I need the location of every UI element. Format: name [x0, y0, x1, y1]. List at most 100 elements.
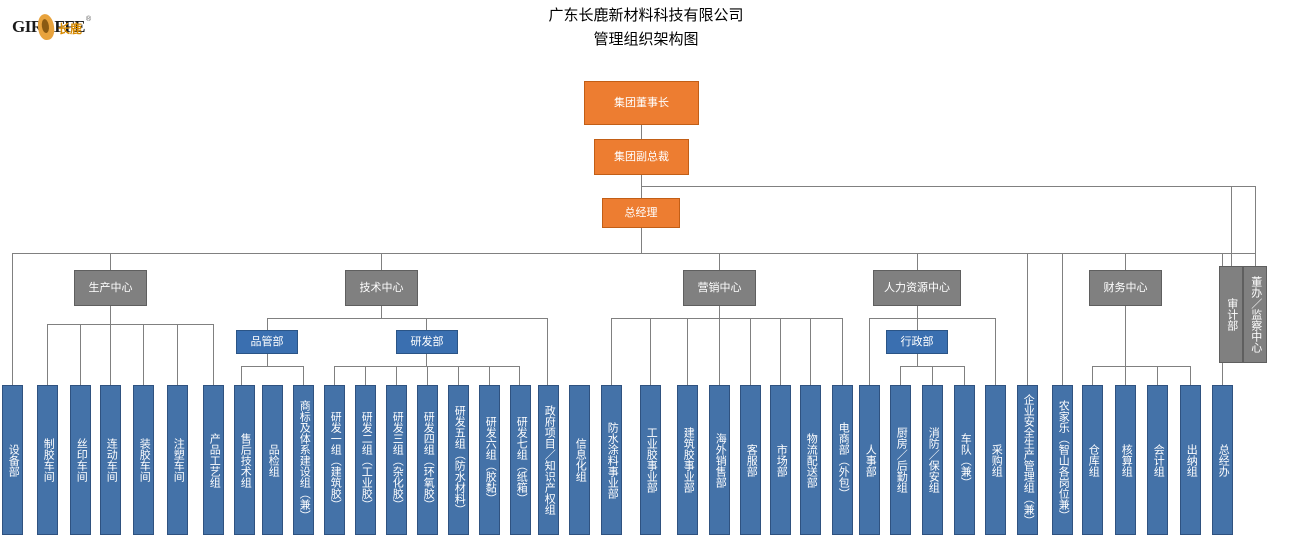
node-leaf-26[interactable]: 电商部（外包） — [832, 385, 853, 535]
connector — [917, 253, 918, 270]
connector — [719, 253, 720, 270]
node-rd-department[interactable]: 研发部 — [396, 330, 458, 354]
node-leaf-9[interactable]: 商标及体系建设组（兼） — [293, 385, 314, 535]
node-leaf-1[interactable]: 制胶车间 — [37, 385, 58, 535]
connector — [334, 366, 519, 367]
node-leaf-19[interactable]: 防水涂料事业部 — [601, 385, 622, 535]
node-quality-department[interactable]: 品管部 — [236, 330, 298, 354]
node-technical-center[interactable]: 技术中心 — [345, 270, 418, 306]
node-board-office-supervision-center[interactable]: 董办／监察中心 — [1243, 266, 1267, 363]
connector — [1125, 306, 1126, 366]
connector — [917, 354, 918, 366]
connector — [869, 318, 870, 385]
node-leaf-21[interactable]: 建筑胶事业部 — [677, 385, 698, 535]
connector — [1092, 366, 1190, 367]
connector — [964, 366, 965, 385]
connector — [641, 228, 642, 253]
connector — [1231, 186, 1232, 266]
node-leaf-16[interactable]: 研发七组（纸箱） — [510, 385, 531, 535]
connector — [547, 318, 548, 385]
connector — [1125, 366, 1126, 385]
node-leaf-8[interactable]: 品检组 — [262, 385, 283, 535]
connector — [810, 318, 811, 385]
node-finance-center[interactable]: 财务中心 — [1089, 270, 1162, 306]
connector — [1062, 253, 1063, 385]
page-title-line2: 管理组织架构图 — [593, 31, 699, 48]
node-leaf-20[interactable]: 工业胶事业部 — [640, 385, 661, 535]
node-leaf-36[interactable]: 会计组 — [1147, 385, 1168, 535]
node-leaf-35[interactable]: 核算组 — [1115, 385, 1136, 535]
connector — [519, 366, 520, 385]
connector — [80, 324, 81, 385]
connector — [900, 366, 901, 385]
connector — [1092, 366, 1093, 385]
node-leaf-28[interactable]: 厨房／后勤组 — [890, 385, 911, 535]
connector — [1157, 366, 1158, 385]
connector — [489, 366, 490, 385]
connector — [303, 366, 304, 385]
node-leaf-29[interactable]: 消防／保安组 — [922, 385, 943, 535]
node-leaf-12[interactable]: 研发三组（杂化胶） — [386, 385, 407, 535]
node-leaf-25[interactable]: 物流配送部 — [800, 385, 821, 535]
connector — [932, 366, 933, 385]
node-chairman[interactable]: 集团董事长 — [584, 81, 699, 125]
node-leaf-15[interactable]: 研发六组（胶黏） — [479, 385, 500, 535]
connector — [365, 366, 366, 385]
connector — [12, 253, 13, 385]
node-hr-center[interactable]: 人力资源中心 — [873, 270, 961, 306]
node-leaf-22[interactable]: 海外销售部 — [709, 385, 730, 535]
connector — [917, 318, 918, 330]
connector — [381, 253, 382, 270]
connector — [213, 324, 214, 385]
main-bus-line — [12, 253, 1255, 254]
node-leaf-10[interactable]: 研发一组（建筑胶） — [324, 385, 345, 535]
node-general-manager[interactable]: 总经理 — [602, 198, 680, 228]
connector — [334, 366, 335, 385]
connector — [177, 324, 178, 385]
node-leaf-34[interactable]: 仓库组 — [1082, 385, 1103, 535]
node-leaf-17[interactable]: 政府项目／知识产权组 — [538, 385, 559, 535]
node-leaf-23[interactable]: 客服部 — [740, 385, 761, 535]
node-marketing-center[interactable]: 营销中心 — [683, 270, 756, 306]
node-leaf-4[interactable]: 装胶车间 — [133, 385, 154, 535]
connector — [396, 366, 397, 385]
node-leaf-32[interactable]: 企业安全生产管理组（兼） — [1017, 385, 1038, 535]
node-administration-department[interactable]: 行政部 — [886, 330, 948, 354]
node-leaf-13[interactable]: 研发四组（环氧胶） — [417, 385, 438, 535]
node-leaf-33[interactable]: 农家乐（智山各岗位兼） — [1052, 385, 1073, 535]
trademark-icon: ® — [86, 16, 92, 23]
node-leaf-31[interactable]: 采购组 — [985, 385, 1006, 535]
connector — [426, 318, 427, 330]
connector — [267, 354, 268, 366]
connector — [143, 324, 144, 385]
connector — [995, 318, 996, 385]
connector — [641, 186, 1255, 187]
node-leaf-18[interactable]: 信息化组 — [569, 385, 590, 535]
connector — [650, 318, 651, 385]
node-leaf-2[interactable]: 丝印车间 — [70, 385, 91, 535]
node-leaf-6[interactable]: 产品工艺组 — [203, 385, 224, 535]
node-leaf-5[interactable]: 注塑车间 — [167, 385, 188, 535]
node-vice-president[interactable]: 集团副总裁 — [594, 139, 689, 175]
connector — [917, 306, 918, 318]
node-leaf-14[interactable]: 研发五组（防水材料） — [448, 385, 469, 535]
connector — [426, 354, 427, 366]
node-leaf-3[interactable]: 连动车间 — [100, 385, 121, 535]
node-leaf-0[interactable]: 设备部 — [2, 385, 23, 535]
node-leaf-7[interactable]: 售后技术组 — [234, 385, 255, 535]
connector — [641, 125, 642, 139]
node-leaf-24[interactable]: 市场部 — [770, 385, 791, 535]
node-production-center[interactable]: 生产中心 — [74, 270, 147, 306]
connector — [427, 366, 428, 385]
node-audit-department[interactable]: 审计部 — [1219, 266, 1243, 363]
connector — [267, 318, 547, 319]
node-leaf-27[interactable]: 人事部 — [859, 385, 880, 535]
node-leaf-37[interactable]: 出纳组 — [1180, 385, 1201, 535]
connector — [110, 306, 111, 324]
node-leaf-11[interactable]: 研发二组（工业胶） — [355, 385, 376, 535]
connector — [381, 306, 382, 318]
logo-chinese-text: 长鹿 — [58, 22, 83, 36]
node-leaf-30[interactable]: 车队（兼） — [954, 385, 975, 535]
node-leaf-38[interactable]: 总经办 — [1212, 385, 1233, 535]
connector — [241, 366, 303, 367]
